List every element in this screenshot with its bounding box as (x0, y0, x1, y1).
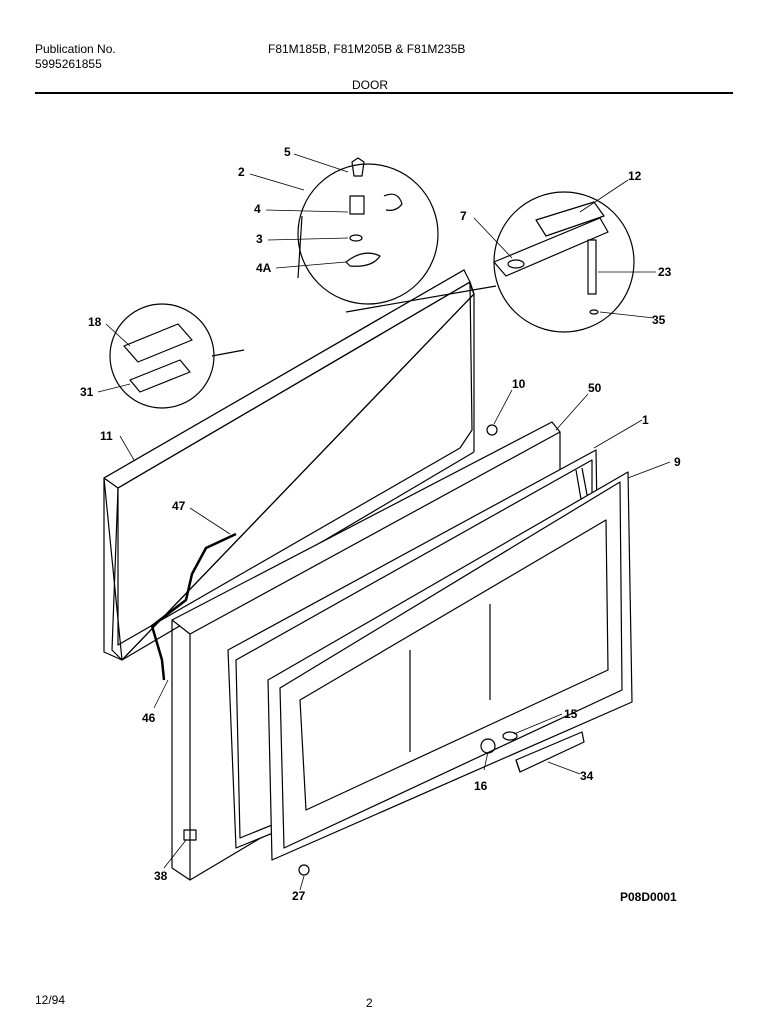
footer-date: 12/94 (35, 993, 66, 1007)
diagram-code: P08D0001 (620, 890, 677, 904)
part-27-screw (298, 864, 310, 876)
outer-door-part-9 (267, 471, 633, 861)
callout-4: 4 (254, 202, 261, 216)
callout-10: 10 (512, 377, 526, 391)
callout-7: 7 (460, 209, 467, 223)
callout-2: 2 (238, 165, 245, 179)
detail-leader-lines (211, 215, 497, 357)
callout-38: 38 (154, 869, 168, 883)
callout-1: 1 (642, 413, 649, 427)
handle-part-34 (515, 731, 585, 773)
callout-46: 46 (142, 711, 156, 725)
callout-15: 15 (564, 707, 578, 721)
callout-31: 31 (80, 385, 94, 399)
callout-23: 23 (658, 265, 672, 279)
section-title: DOOR (352, 78, 388, 92)
publication-number: 5995261855 (35, 57, 102, 71)
hinge-detail-circle-right (493, 191, 635, 333)
callout-5: 5 (284, 145, 291, 159)
page-number: 2 (366, 996, 373, 1010)
callout-labels: 5 2 4 3 4A 12 7 23 35 18 31 10 50 1 11 9… (80, 145, 681, 903)
callout-34: 34 (580, 769, 594, 783)
callout-4a: 4A (256, 261, 272, 275)
callout-35: 35 (652, 313, 666, 327)
wire-part-47 (150, 532, 237, 681)
part-15-clip (502, 731, 518, 741)
callout-3: 3 (256, 232, 263, 246)
callout-27: 27 (292, 889, 306, 903)
callout-47: 47 (172, 499, 186, 513)
callout-12: 12 (628, 169, 642, 183)
publication-label: Publication No. (35, 42, 116, 56)
callout-9: 9 (674, 455, 681, 469)
door-frame-part-11 (103, 269, 475, 661)
hinge-detail-circle (297, 157, 439, 305)
part-10-hinge-pin (486, 424, 498, 436)
callout-leaders (97, 153, 671, 891)
callout-16: 16 (474, 779, 488, 793)
callout-50: 50 (588, 381, 602, 395)
callout-18: 18 (88, 315, 102, 329)
header-rule (35, 92, 733, 94)
callout-11: 11 (100, 429, 113, 443)
part-38-clip (183, 829, 197, 841)
model-numbers: F81M185B, F81M205B & F81M235B (268, 42, 466, 56)
bracket-detail-circle (109, 303, 215, 409)
